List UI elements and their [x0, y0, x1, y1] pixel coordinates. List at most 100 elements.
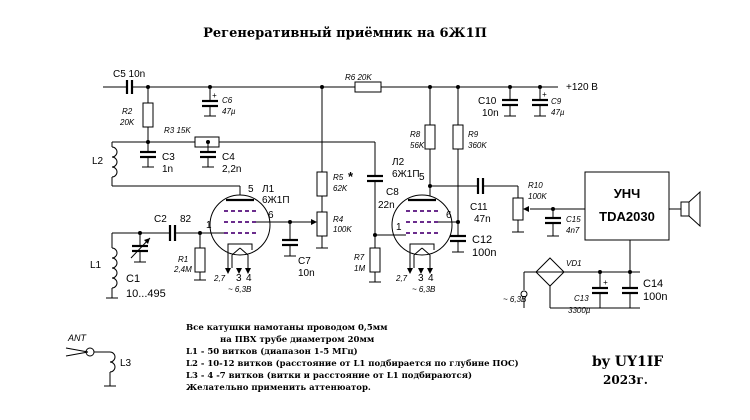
tube1-pin6: 6	[268, 210, 274, 221]
r5-name: R5	[333, 173, 344, 182]
year: 2023г.	[603, 373, 648, 387]
notes: Все катушки намотаны проводом 0,5мм на П…	[186, 323, 519, 393]
c11-capacitor	[476, 178, 518, 194]
c6-capacitor: +	[202, 87, 218, 117]
c3-name: C3	[162, 152, 175, 163]
r8-resistor	[424, 87, 436, 190]
supply-label: +120 В	[566, 82, 598, 93]
unch-label: УНЧ	[614, 186, 641, 201]
r4-value: 100K	[333, 225, 352, 234]
l2-coil	[111, 141, 241, 195]
c11-value: 47n	[474, 214, 491, 225]
c7-value: 10n	[298, 268, 315, 279]
chip-label: TDA2030	[599, 209, 655, 224]
r8-value: 56K	[410, 141, 425, 150]
r3-resistor	[148, 136, 305, 148]
c1-value: 10...495	[126, 288, 166, 300]
c2-name: C2	[154, 214, 167, 225]
tube1-pin5: 5	[248, 184, 254, 195]
note-line: L2 - 10-12 витков (расстояние от L1 подб…	[186, 358, 519, 369]
tube2-type: 6Ж1П	[392, 169, 420, 180]
ant-label: ANT	[67, 333, 88, 343]
r2-resistor	[142, 87, 154, 144]
tube1-heater: ~ 6,3В	[228, 285, 252, 294]
c3-capacitor	[140, 142, 156, 168]
note-line: L3 - 4 -7 витков (витки и расстояние от …	[186, 370, 472, 381]
vd1-label: VD1	[566, 259, 582, 268]
c10-value: 10n	[482, 108, 499, 119]
r9-value: 360K	[468, 141, 487, 150]
power-supply: +	[520, 257, 640, 309]
r1-value: 2,4M	[173, 265, 192, 274]
r9-resistor	[452, 87, 464, 222]
amplifier-block	[584, 171, 701, 272]
l2-label: L2	[92, 156, 104, 167]
tube1-pin3: 3	[236, 273, 242, 284]
c4-capacitor	[200, 142, 216, 168]
title: Регенеративный приёмник на 6Ж1П	[203, 26, 487, 41]
c12-name: C12	[472, 234, 492, 246]
tube2-pin27: 2,7	[395, 274, 408, 283]
c8-value: 22n	[378, 200, 395, 211]
note-line: L1 - 50 витков (диапазон 1-5 МГц)	[186, 346, 358, 357]
tube2-heater: ~ 6,3В	[412, 285, 436, 294]
heater3: ~ 6,3В	[503, 295, 527, 304]
tube2-pin3: 3	[418, 273, 424, 284]
l3-label: L3	[120, 358, 132, 369]
c15-value: 4n7	[566, 226, 580, 235]
r7-resistor	[369, 235, 381, 283]
tube2-name: Л2	[392, 157, 405, 168]
tube-1	[209, 194, 290, 274]
c9-value: 47µ	[551, 108, 565, 117]
r10-name: R10	[528, 181, 543, 190]
signature: by UY1IF	[592, 354, 663, 370]
c9-capacitor: +	[532, 87, 548, 117]
r6-label: R6 20K	[345, 73, 372, 82]
c8-name: C8	[386, 187, 399, 198]
note-line: Все катушки намотаны проводом 0,5мм	[186, 323, 388, 333]
c6-name: C6	[222, 96, 233, 105]
tube2-pin5: 5	[419, 172, 425, 183]
c10-name: C10	[478, 96, 497, 107]
note-line: Желательно применить аттенюатор.	[186, 383, 371, 393]
c15-capacitor	[545, 209, 561, 237]
svg-text:+: +	[212, 91, 217, 100]
c11-name: C11	[470, 202, 488, 213]
c5-label: C5 10n	[113, 69, 145, 80]
c10-capacitor	[502, 87, 518, 117]
c12-capacitor	[450, 222, 466, 253]
r10-value: 100K	[528, 192, 547, 201]
r8-name: R8	[410, 130, 421, 139]
r2-name: R2	[122, 107, 133, 116]
l1-label: L1	[90, 260, 102, 271]
tube2-pin4: 4	[428, 273, 434, 284]
r5-r4	[290, 87, 328, 249]
tube1-pin27: 2,7	[213, 274, 226, 283]
r9-name: R9	[468, 130, 479, 139]
c4-value: 2,2n	[222, 164, 241, 175]
c3-value: 1n	[162, 164, 173, 175]
c14-value: 100n	[643, 291, 667, 303]
c13-value: 3300µ	[568, 306, 591, 315]
tube-2	[375, 184, 478, 274]
c13-name: C13	[574, 294, 589, 303]
r3-label: R3 15K	[164, 126, 191, 135]
tube2-pin1: 1	[396, 222, 402, 233]
r5-star: *	[348, 169, 354, 184]
tube1-name: Л1	[262, 184, 275, 195]
c2-value: 82	[180, 214, 192, 225]
tube1-pin1: 1	[206, 220, 212, 231]
svg-text:+: +	[603, 278, 608, 287]
antenna-l3	[65, 347, 116, 387]
r7-name: R7	[354, 253, 365, 262]
svg-text:+: +	[542, 90, 547, 99]
r4-name: R4	[333, 215, 344, 224]
c7-name: C7	[298, 256, 311, 267]
c15-name: C15	[566, 215, 581, 224]
tube2-pin6: 6	[446, 210, 452, 221]
c12-value: 100n	[472, 247, 496, 259]
r1-name: R1	[178, 255, 188, 264]
input-circuit	[106, 225, 210, 299]
